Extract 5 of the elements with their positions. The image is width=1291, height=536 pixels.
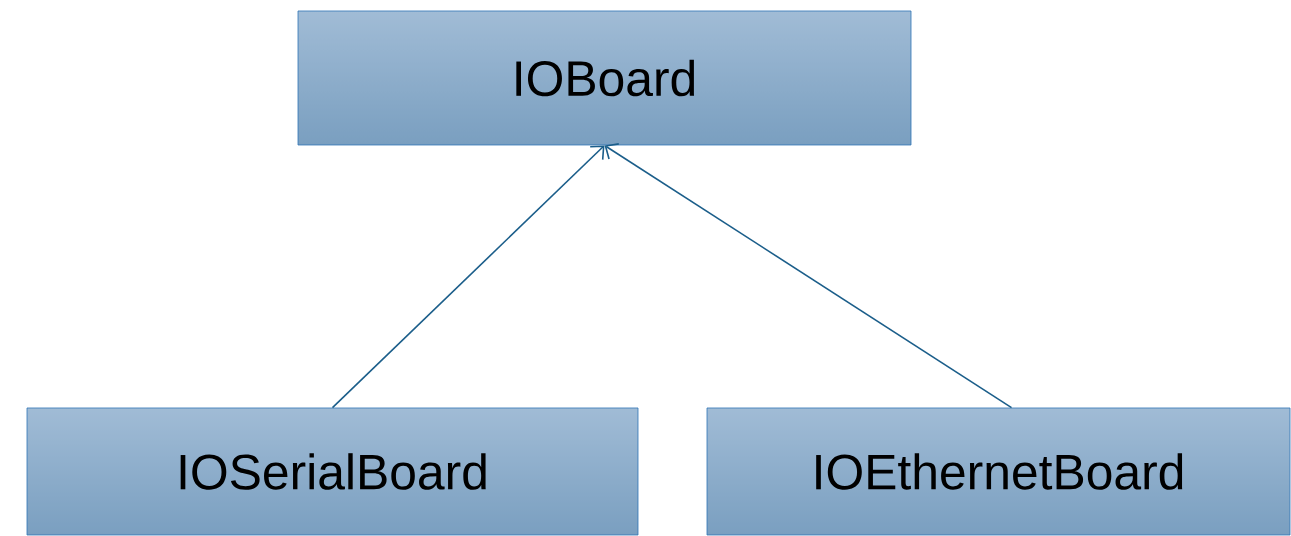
- arrow: [604, 143, 1013, 409]
- arrow: [331, 145, 605, 409]
- class-box: IOSerialBoard: [26, 407, 639, 536]
- class-box: IOEthernetBoard: [706, 407, 1291, 536]
- class-box: IOBoard: [297, 10, 912, 146]
